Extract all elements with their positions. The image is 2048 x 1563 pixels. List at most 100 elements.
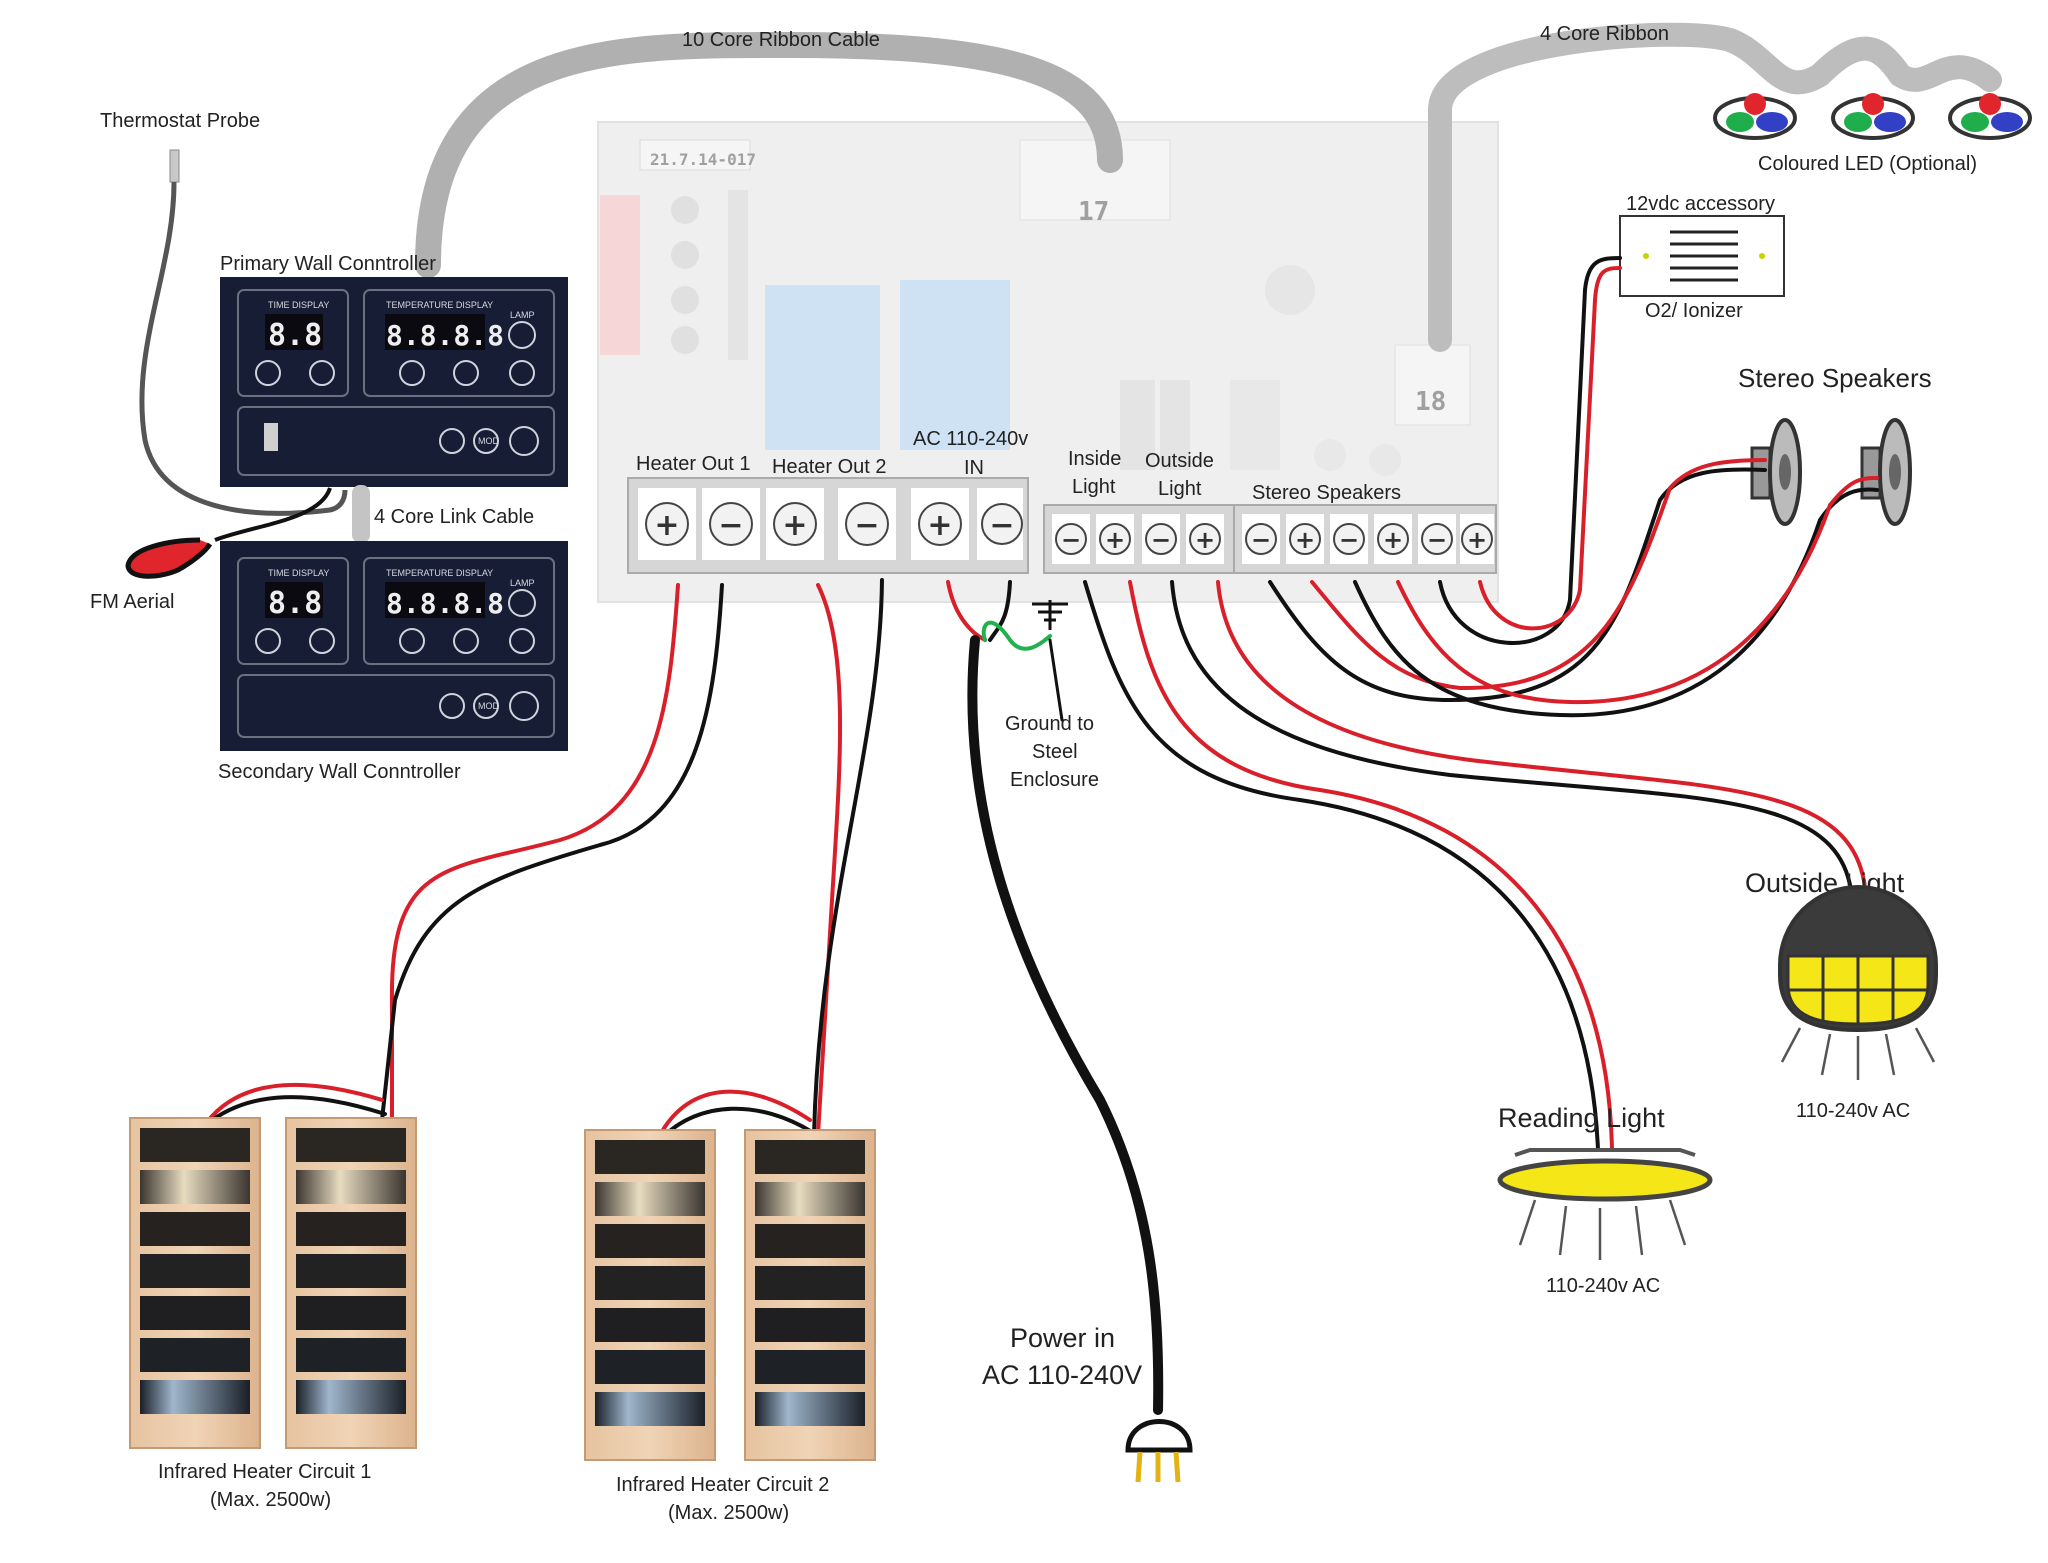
svg-text:LAMP: LAMP — [510, 310, 535, 320]
stereo-speakers-label: Stereo Speakers — [1738, 363, 1932, 393]
secondary-temp-down-icon[interactable] — [453, 628, 479, 654]
primary-wall-controller: TIME DISPLAY TEMPERATURE DISPLAY LAMP 8.… — [220, 277, 568, 487]
svg-text:+: + — [782, 508, 807, 543]
terminal-outside-minus: − — [1142, 514, 1180, 564]
ac-in-label-line1: AC 110-240v — [913, 428, 1028, 450]
terminal-inside-plus: + — [1096, 514, 1134, 564]
fm-aerial-label: FM Aerial — [90, 591, 174, 613]
svg-text:+: + — [1105, 526, 1125, 554]
secondary-lamp-icon[interactable] — [508, 589, 536, 617]
speaker-right — [1860, 418, 1912, 526]
secondary-wall-controller: TIME DISPLAY TEMPERATURE DISPLAY LAMP 8.… — [220, 541, 568, 751]
svg-text:−: − — [989, 508, 1014, 543]
ac-in-label-line2: IN — [964, 457, 984, 479]
ground-symbol — [1032, 600, 1068, 630]
coloured-led-group — [1713, 93, 2032, 140]
primary-temp-up-icon[interactable] — [399, 360, 425, 386]
secondary-play-icon[interactable] — [439, 693, 465, 719]
terminal-inside-minus: − — [1052, 514, 1090, 564]
primary-play-icon[interactable] — [439, 428, 465, 454]
secondary-time-lcd: 8.8 — [268, 586, 322, 621]
primary-light-icon[interactable] — [509, 360, 535, 386]
accessory-top-label: 12vdc accessory — [1626, 193, 1775, 215]
svg-text:TEMPERATURE DISPLAY: TEMPERATURE DISPLAY — [386, 300, 493, 310]
secondary-temp-up-icon[interactable] — [399, 628, 425, 654]
connector-18-label: 18 — [1415, 387, 1446, 417]
terminal-ac-minus: − — [977, 488, 1023, 560]
primary-down-icon[interactable] — [309, 360, 335, 386]
ionizer-accessory — [1619, 215, 1785, 297]
heater-1-panel-b — [285, 1117, 417, 1449]
svg-text:MOD: MOD — [478, 701, 499, 711]
power-in-label-line2: AC 110-240V — [982, 1360, 1142, 1390]
heater-2-panel-a — [584, 1129, 716, 1461]
ground-label-line2: Steel — [1032, 741, 1078, 763]
secondary-down-icon[interactable] — [309, 628, 335, 654]
primary-time-lcd: 8.8 — [268, 318, 322, 353]
svg-text:+: + — [1467, 526, 1487, 554]
svg-text:TIME DISPLAY: TIME DISPLAY — [268, 568, 329, 578]
secondary-up-icon[interactable] — [255, 628, 281, 654]
terminal-outside-plus: + — [1186, 514, 1224, 564]
heater-1-label-line2: (Max. 2500w) — [210, 1489, 331, 1511]
fm-aerial — [125, 487, 332, 579]
led-1 — [1713, 93, 1797, 140]
stereo-terminal-label: Stereo Speakers — [1252, 482, 1401, 504]
primary-temp-down-icon[interactable] — [453, 360, 479, 386]
coloured-led-label: Coloured LED (Optional) — [1758, 153, 1977, 175]
reading-light-voltage: 110-240v AC — [1546, 1275, 1660, 1297]
svg-text:TIME DISPLAY: TIME DISPLAY — [268, 300, 329, 310]
outside-light-terminal-label-line2: Light — [1158, 478, 1202, 500]
secondary-light-icon[interactable] — [509, 628, 535, 654]
terminal-stereo-1-minus: − — [1242, 514, 1280, 564]
svg-text:−: − — [1427, 526, 1447, 554]
terminal-heater1-minus: − — [702, 488, 760, 560]
svg-text:−: − — [854, 508, 879, 543]
primary-up-icon[interactable] — [255, 360, 281, 386]
heater-1-label-line1: Infrared Heater Circuit 1 — [158, 1461, 371, 1483]
link-cable-label: 4 Core Link Cable — [374, 506, 534, 528]
primary-power-icon[interactable] — [509, 426, 539, 456]
terminal-stereo-2-plus: + — [1374, 514, 1412, 564]
board-stamp: 21.7.14-017 — [650, 150, 756, 169]
accessory-bottom-label: O2/ Ionizer — [1645, 300, 1743, 322]
primary-temp-lcd: 8.8.8.8 — [386, 319, 504, 352]
svg-text:−: − — [1251, 526, 1271, 554]
svg-text:+: + — [1295, 526, 1315, 554]
connector-17-label: 17 — [1078, 197, 1109, 227]
svg-text:+: + — [1383, 526, 1403, 554]
inside-light-label-line1: Inside — [1068, 448, 1121, 470]
wires — [205, 256, 1879, 1415]
svg-text:−: − — [1061, 526, 1081, 554]
heater-out-2-label: Heater Out 2 — [772, 456, 887, 478]
svg-text:MOD: MOD — [478, 436, 499, 446]
ribbon-cable-4-core — [1428, 22, 2002, 352]
terminal-stereo-2-minus: − — [1330, 514, 1368, 564]
svg-text:+: + — [654, 508, 679, 543]
svg-text:LAMP: LAMP — [510, 578, 535, 588]
terminal-stereo-1-plus: + — [1286, 514, 1324, 564]
outside-light-voltage: 110-240v AC — [1796, 1100, 1910, 1122]
secondary-temp-lcd: 8.8.8.8 — [386, 587, 504, 620]
heater-2-label-line2: (Max. 2500w) — [668, 1502, 789, 1524]
thermostat-probe — [139, 149, 348, 516]
svg-text:+: + — [927, 508, 952, 543]
svg-text:−: − — [1339, 526, 1359, 554]
heater-out-1-label: Heater Out 1 — [636, 453, 751, 475]
terminal-heater2-minus: − — [838, 488, 896, 560]
outside-light-terminal-label-line1: Outside — [1145, 450, 1214, 472]
svg-text:−: − — [718, 508, 743, 543]
secondary-power-icon[interactable] — [509, 691, 539, 721]
primary-lamp-icon[interactable] — [508, 321, 536, 349]
power-in-label-line1: Power in — [1010, 1323, 1115, 1353]
primary-mod-button[interactable] — [473, 428, 499, 454]
speaker-left — [1750, 418, 1802, 526]
outside-light-icon — [1778, 885, 1938, 1080]
heater-2-label-line1: Infrared Heater Circuit 2 — [616, 1474, 829, 1496]
terminal-accessory-minus: − — [1418, 514, 1456, 564]
heater-1-panel-a — [129, 1117, 261, 1449]
power-plug-icon — [1125, 1419, 1193, 1483]
link-cable — [352, 485, 370, 543]
thermostat-label: Thermostat Probe — [100, 110, 260, 132]
secondary-mod-button[interactable] — [473, 693, 499, 719]
